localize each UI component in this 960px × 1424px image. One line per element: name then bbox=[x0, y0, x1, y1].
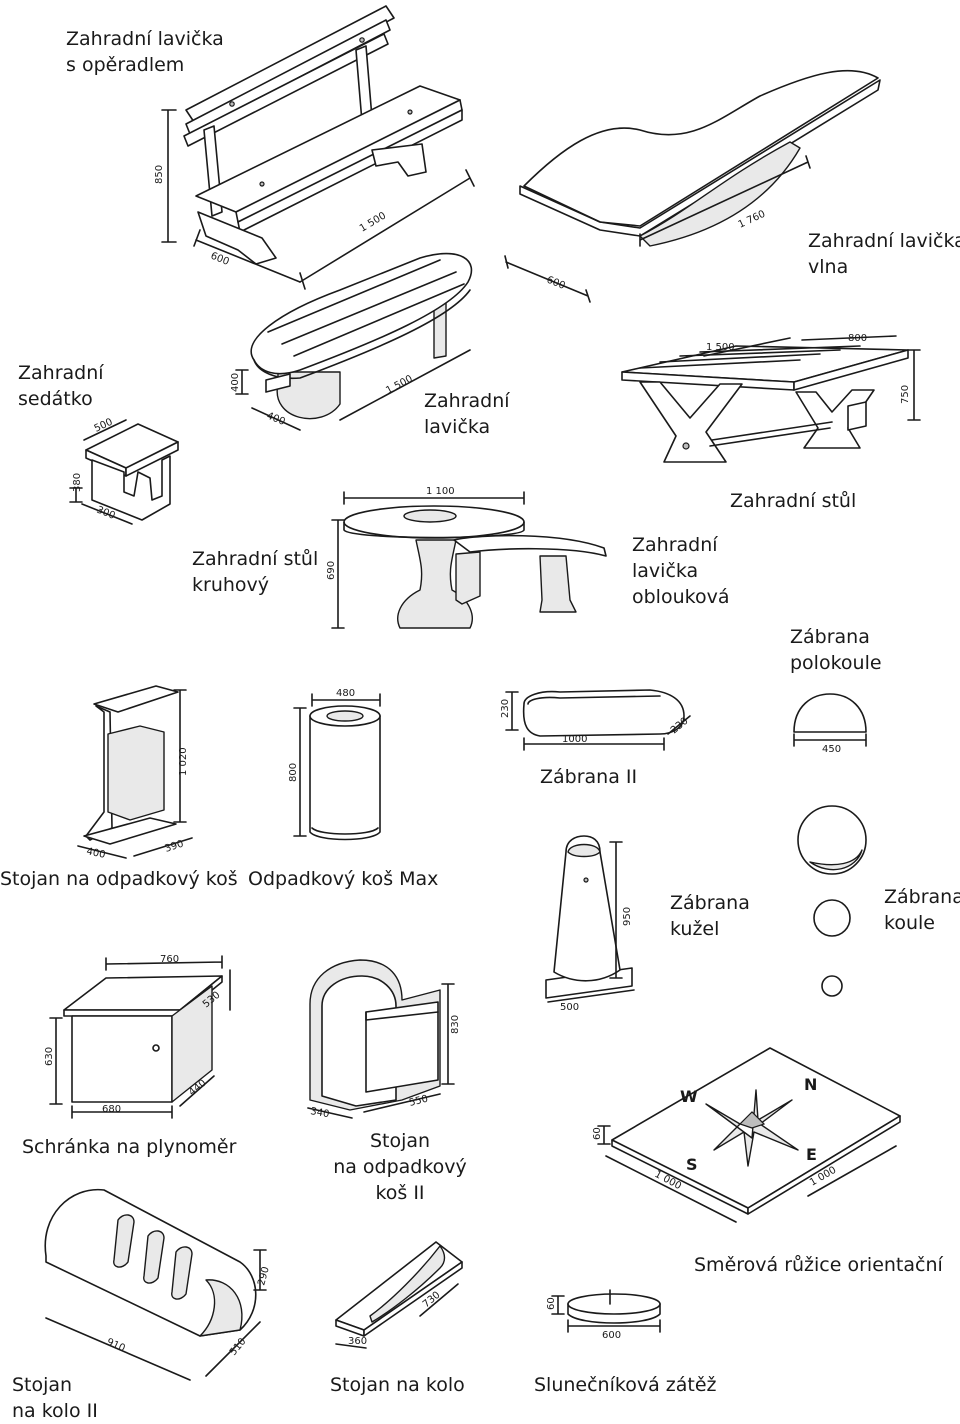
svg-text:290: 290 bbox=[256, 1265, 272, 1286]
svg-text:950: 950 bbox=[622, 907, 633, 926]
svg-text:1 020: 1 020 bbox=[178, 747, 189, 776]
label-garden-table: Zahradní stůl bbox=[730, 490, 857, 512]
svg-text:480: 480 bbox=[336, 688, 355, 699]
svg-text:360: 360 bbox=[348, 1336, 367, 1347]
bin-stand-ii-drawing: 830 340 550 bbox=[307, 959, 461, 1120]
round-table-drawing: 1 100 690 bbox=[326, 486, 525, 629]
svg-text:1 760: 1 760 bbox=[737, 209, 768, 231]
compass-rose-plate-drawing: N W S E 60 1 000 1 000 bbox=[592, 1047, 901, 1223]
svg-text:390: 390 bbox=[164, 838, 186, 854]
svg-text:1 500: 1 500 bbox=[706, 342, 735, 353]
svg-text:800: 800 bbox=[848, 333, 867, 344]
svg-text:60: 60 bbox=[592, 1127, 603, 1140]
cone-barrier-drawing: 950 500 bbox=[545, 835, 635, 1013]
svg-text:400: 400 bbox=[85, 846, 106, 861]
curved-bench-drawing bbox=[453, 534, 607, 613]
svg-text:690: 690 bbox=[326, 561, 337, 580]
compass-star-icon bbox=[705, 1089, 799, 1167]
bike-stand-ii-drawing: 290 910 510 bbox=[44, 1188, 272, 1381]
label-barrier-ii: Zábrana II bbox=[540, 766, 638, 788]
garden-stool-drawing: 500 380 300 bbox=[69, 417, 179, 525]
bin-stand-drawing: 1 020 400 390 bbox=[77, 685, 193, 861]
svg-text:830: 830 bbox=[450, 1015, 461, 1034]
svg-text:380: 380 bbox=[72, 473, 83, 492]
compass-s: S bbox=[686, 1155, 698, 1174]
svg-text:340: 340 bbox=[309, 1106, 330, 1120]
svg-text:850: 850 bbox=[154, 165, 165, 184]
svg-text:450: 450 bbox=[822, 744, 841, 755]
svg-text:760: 760 bbox=[160, 954, 179, 965]
compass-w: W bbox=[680, 1087, 698, 1106]
svg-text:800: 800 bbox=[288, 763, 299, 782]
barrier-ii-drawing: 230 1000 230 bbox=[500, 689, 691, 751]
label-bike-stand: Stojan na kolo bbox=[330, 1374, 465, 1396]
svg-text:630: 630 bbox=[44, 1047, 55, 1066]
label-gas-meter-box: Schránka na plynoměr bbox=[22, 1136, 237, 1158]
svg-text:910: 910 bbox=[105, 1337, 127, 1355]
garden-table-drawing: 1 500 800 750 bbox=[621, 333, 921, 463]
garden-bench-backrest-drawing: 850 600 1 500 bbox=[154, 5, 475, 290]
label-waste-bin-max: Odpadkový koš Max bbox=[248, 868, 439, 890]
hemisphere-barrier-drawing: 450 bbox=[793, 693, 867, 755]
wave-bench-drawing: 600 1 760 bbox=[504, 69, 881, 303]
label-parasol-weight: Slunečníková zátěž bbox=[534, 1374, 717, 1396]
sphere-barrier-drawing bbox=[797, 805, 867, 997]
svg-text:1000: 1000 bbox=[562, 734, 587, 745]
gas-meter-box-drawing: 760 530 630 680 440 bbox=[44, 954, 231, 1119]
svg-text:510: 510 bbox=[228, 1336, 249, 1358]
svg-text:230: 230 bbox=[500, 699, 511, 718]
compass-e: E bbox=[806, 1145, 817, 1164]
svg-text:680: 680 bbox=[102, 1104, 121, 1115]
svg-text:500: 500 bbox=[560, 1002, 579, 1013]
svg-text:60: 60 bbox=[546, 1297, 557, 1310]
label-bin-stand: Stojan na odpadkový koš bbox=[0, 868, 238, 890]
svg-text:400: 400 bbox=[230, 373, 241, 392]
svg-text:550: 550 bbox=[408, 1094, 429, 1109]
waste-bin-max-drawing: 480 800 bbox=[288, 688, 381, 841]
compass-n: N bbox=[804, 1075, 817, 1094]
bike-stand-drawing: 730 360 bbox=[335, 1241, 463, 1349]
svg-text:750: 750 bbox=[900, 385, 911, 404]
svg-text:600: 600 bbox=[545, 275, 567, 292]
svg-text:1 500: 1 500 bbox=[384, 373, 414, 396]
svg-text:1 100: 1 100 bbox=[426, 486, 455, 497]
label-compass-rose: Směrová růžice orientační bbox=[694, 1254, 943, 1276]
svg-text:600: 600 bbox=[602, 1330, 621, 1341]
svg-text:400: 400 bbox=[265, 411, 287, 428]
svg-text:500: 500 bbox=[93, 417, 115, 435]
parasol-weight-drawing: 60 600 bbox=[546, 1289, 661, 1341]
